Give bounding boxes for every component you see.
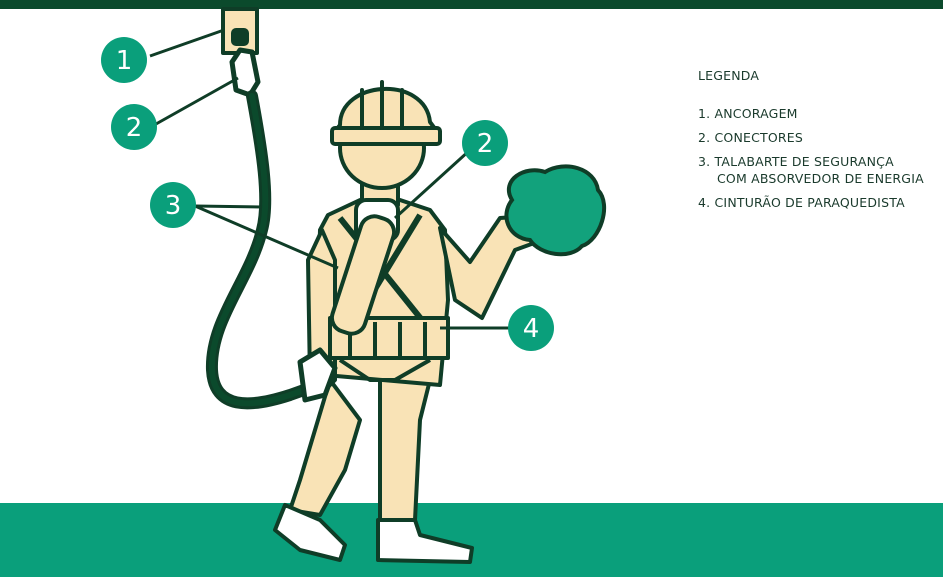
legend: LEGENDA 1. ANCORAGEM 2. CONECTORES 3. TA… [698,68,938,218]
legend-item-label: 4. CINTURÃO DE PARAQUEDISTA [698,195,905,210]
carabiner-top [232,50,258,95]
legend-item-lanyard: 3. TALABARTE DE SEGURANÇA COM ABSORVEDOR… [698,153,938,187]
ceiling-beam [0,0,943,9]
svg-text:3: 3 [165,191,182,221]
legend-item-label: 1. ANCORAGEM [698,106,798,121]
legend-item-harness: 4. CINTURÃO DE PARAQUEDISTA [698,194,938,211]
legend-item-anchorage: 1. ANCORAGEM [698,105,938,122]
anchor-point [223,9,257,53]
callout-1: 1 [101,37,147,83]
callout-3: 3 [150,182,196,228]
svg-text:2: 2 [126,113,143,143]
svg-text:2: 2 [477,129,494,159]
legend-title: LEGENDA [698,68,938,83]
svg-text:4: 4 [523,314,540,344]
floor [0,503,943,577]
callout-2a: 2 [111,104,157,150]
legend-item-label: 2. CONECTORES [698,130,803,145]
legend-list: 1. ANCORAGEM 2. CONECTORES 3. TALABARTE … [698,105,938,211]
lanyard [212,96,318,403]
callout-4: 4 [508,305,554,351]
legend-item-label: 3. TALABARTE DE SEGURANÇA [698,154,894,169]
legend-item-label-continued: COM ABSORVEDOR DE ENERGIA [698,170,938,187]
legend-item-connectors: 2. CONECTORES [698,129,938,146]
callout-2b: 2 [462,120,508,166]
svg-text:1: 1 [116,46,133,76]
